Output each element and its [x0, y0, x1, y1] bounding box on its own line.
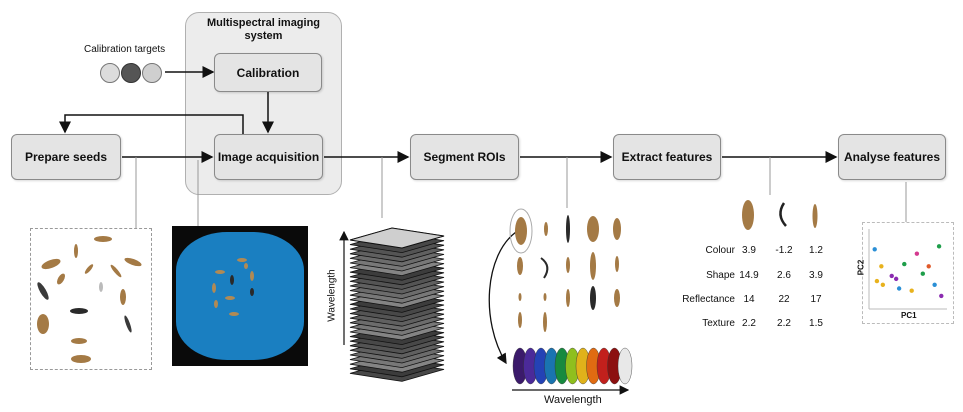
roi-highlight-ring — [509, 208, 533, 254]
extract-features-box: Extract features — [613, 134, 721, 180]
calibration-target-mid — [142, 63, 162, 83]
acquisition-blue-field — [176, 232, 304, 360]
feature-value: 1.5 — [809, 318, 823, 329]
scatter-point — [896, 286, 902, 291]
imaging-system-title-line2: system — [244, 30, 283, 42]
feature-value: 3.9 — [742, 245, 756, 256]
feature-value: -1.2 — [775, 245, 793, 256]
spectrum-wavelength-label: Wavelength — [544, 394, 602, 406]
scatter-point — [920, 271, 925, 276]
image-acquisition-box: Image acquisition — [214, 134, 323, 180]
feature-row-label: Reflectance — [682, 294, 735, 305]
spectral-seed — [617, 347, 633, 385]
calibration-targets-label: Calibration targets — [84, 44, 166, 55]
pc1-label: PC1 — [901, 311, 917, 320]
acquisition-image — [172, 226, 308, 366]
feature-row-label: Shape — [706, 270, 735, 281]
pca-scatter-plot: PC1 PC2 — [856, 222, 954, 324]
calibration-box: Calibration — [214, 53, 322, 92]
analyse-features-box: Analyse features — [838, 134, 946, 180]
imaging-system-title: Multispectral imaging system — [186, 17, 341, 43]
feature-value: 2.2 — [742, 318, 756, 329]
scatter-point — [926, 264, 931, 269]
prepared-seeds-drawing — [37, 236, 142, 363]
pc2-label: PC2 — [856, 259, 866, 276]
scatter-point — [893, 276, 899, 282]
pca-scatter-drawing — [868, 229, 947, 310]
scatter-point — [879, 264, 884, 269]
feature-row-label: Texture — [702, 318, 735, 329]
prepare-seeds-box: Prepare seeds — [11, 134, 121, 180]
scatter-point — [874, 278, 880, 284]
arrow-roi-to-spectrum — [488, 231, 517, 365]
scatter-point — [880, 282, 886, 287]
acquisition-seeds-drawing — [212, 258, 254, 316]
scatter-point — [914, 251, 920, 256]
feature-row-label: Colour — [705, 245, 735, 256]
scatter-point — [939, 293, 944, 299]
segment-rois-box: Segment ROIs — [410, 134, 519, 180]
feature-value: 2.6 — [777, 270, 791, 281]
feature-value: 3.9 — [809, 270, 823, 281]
arrow-acquisition-to-prepare — [59, 114, 244, 134]
prepared-seeds-image — [30, 228, 152, 370]
feature-value: 14 — [743, 294, 755, 305]
feature-value: 14.9 — [739, 270, 759, 281]
feature-value: 1.2 — [809, 245, 823, 256]
feature-value: 22 — [778, 294, 790, 305]
feature-value: 2.2 — [777, 318, 791, 329]
feature-value: 17 — [810, 294, 822, 305]
scatter-point — [932, 282, 937, 287]
scatter-point — [872, 247, 877, 252]
imaging-system-title-line1: Multispectral imaging — [206, 17, 321, 29]
scatter-point — [936, 244, 942, 249]
scatter-point — [902, 261, 907, 267]
image-stack-top-layer — [349, 227, 445, 249]
scatter-point — [889, 273, 894, 279]
scatter-point — [909, 288, 914, 293]
calibration-target-dark — [121, 63, 141, 83]
calibration-target-light — [100, 63, 120, 83]
